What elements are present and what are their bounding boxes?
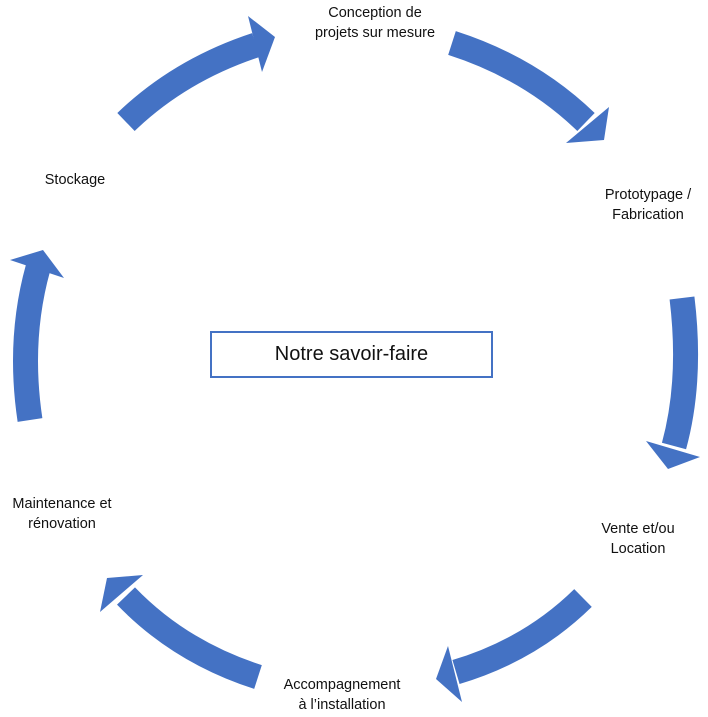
arrow-prototypage-to-vente: [661, 296, 699, 450]
step-label-accompagnement: Accompagnement à l’installation: [284, 675, 401, 715]
step-label-line: rénovation: [28, 516, 96, 532]
step-label-line: Fabrication: [612, 207, 684, 223]
arrow-head-4: [436, 646, 462, 702]
arrow-head-6: [10, 250, 64, 278]
step-label-line: Vente et/ou: [601, 521, 675, 537]
step-label-line: Accompagnement: [283, 677, 401, 693]
arrow-accompagnement-to-maintenance: [117, 587, 262, 689]
step-label-line: Location: [610, 541, 666, 557]
arrow-maintenance-to-stockage: [13, 264, 51, 422]
center-title: Notre savoir-faire: [274, 343, 429, 365]
arrow-stockage-to-conception: [117, 33, 260, 132]
step-label-vente: Vente et/ou Location: [601, 519, 674, 559]
step-label-prototypage: Prototypage / Fabrication: [605, 185, 691, 225]
step-label-line: à l’installation: [298, 697, 386, 713]
arrow-head-2: [566, 107, 609, 143]
step-label-line: Conception de: [328, 5, 422, 21]
arrow-head-1: [248, 16, 275, 72]
arrow-head-3: [646, 441, 700, 469]
arrow-head-5: [100, 575, 143, 612]
step-label-conception: Conception de projets sur mesure: [315, 3, 435, 43]
arrow-vente-to-accompagnement: [452, 589, 592, 684]
center-title-box: Notre savoir-faire: [210, 331, 493, 378]
arrow-conception-to-prototypage: [448, 31, 595, 132]
step-label-line: Maintenance et: [12, 496, 112, 512]
step-label-line: Stockage: [44, 172, 106, 188]
step-label-maintenance: Maintenance et rénovation: [12, 494, 111, 534]
step-label-stockage: Stockage: [45, 170, 105, 190]
step-label-line: projets sur mesure: [314, 25, 436, 41]
step-label-line: Prototypage /: [604, 187, 692, 203]
